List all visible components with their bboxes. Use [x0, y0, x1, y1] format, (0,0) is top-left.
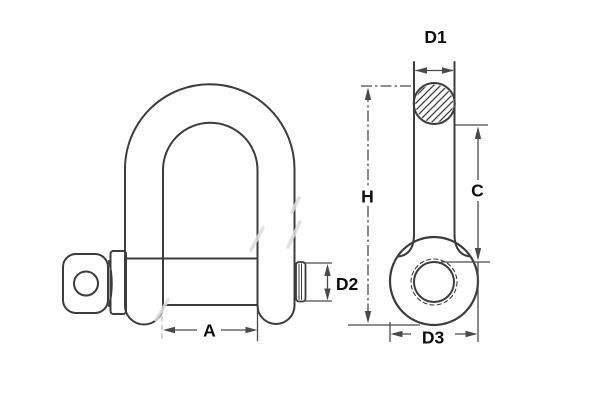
D3-arrow-left [390, 330, 403, 338]
C-arrow-up [474, 126, 482, 139]
dimension-H [348, 85, 420, 326]
dimension-D3 [389, 262, 479, 342]
right-fillet [453, 233, 472, 258]
H-arrow-down [364, 311, 372, 324]
pin-hole [413, 261, 455, 303]
D3-arrow-right [465, 330, 478, 338]
dimension-D1 [415, 67, 454, 74]
A-arrow-right [245, 326, 258, 334]
label-C: C [471, 181, 484, 201]
D1-arrow-left [415, 67, 427, 74]
right-lug-bottom [256, 304, 296, 325]
label-A: A [203, 321, 216, 341]
dimension-A [161, 308, 259, 341]
bow-outer-arc [124, 83, 296, 170]
left-fillet [397, 233, 415, 258]
shackle-front-view [62, 83, 307, 326]
H-arrow-up [364, 87, 372, 100]
D1-arrow-right [442, 67, 454, 74]
pin-collar [109, 250, 127, 315]
pin-head-eye-hole [73, 270, 99, 297]
label-D2: D2 [336, 274, 359, 294]
label-D1: D1 [424, 27, 447, 47]
dimension-D2 [303, 262, 332, 302]
threaded-pin-end [295, 261, 307, 303]
pin-head [62, 253, 109, 314]
C-arrow-down [474, 248, 482, 261]
label-H: H [361, 187, 374, 207]
bow-inner-arc [162, 121, 259, 171]
watermark-smudges [154, 196, 302, 322]
A-arrow-left [163, 326, 175, 334]
shackle-side-view [388, 61, 480, 327]
D2-arrow-up [324, 264, 331, 276]
pin-hole-thread-circle [410, 258, 458, 306]
label-D3: D3 [422, 328, 445, 348]
D2-arrow-down [324, 288, 331, 301]
dimension-C [441, 124, 490, 263]
eye-outline [388, 235, 480, 327]
